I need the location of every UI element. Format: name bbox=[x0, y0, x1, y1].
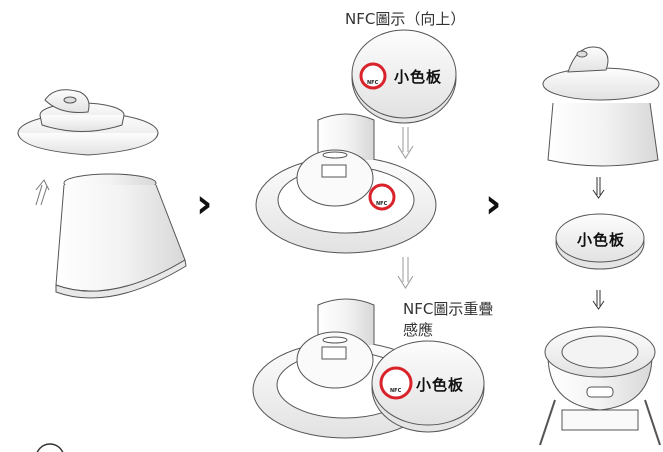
next-step-chevron-1: › bbox=[196, 181, 213, 227]
down-arrow-4 bbox=[592, 290, 605, 310]
partial-icon bbox=[36, 443, 64, 452]
nfc-ring-overlap bbox=[379, 366, 413, 400]
down-arrow-2 bbox=[397, 257, 414, 289]
nfc-ring-base bbox=[368, 183, 396, 211]
nfc-ring-top bbox=[359, 62, 387, 90]
disc-label-overlap: 小色板 bbox=[416, 376, 465, 394]
step2-color-disc-top bbox=[351, 29, 457, 124]
down-arrow-3 bbox=[592, 177, 605, 199]
step1-lamp-head bbox=[17, 89, 159, 156]
caption-nfc-overlap: NFC圖示重疊 bbox=[403, 300, 494, 318]
step1-cone-base bbox=[55, 173, 187, 299]
caption-sense: 感應 bbox=[403, 321, 434, 339]
step2-color-disc-overlap bbox=[371, 340, 485, 433]
down-arrow-1 bbox=[397, 127, 414, 159]
step3-lamp-head bbox=[542, 46, 660, 167]
next-step-chevron-2: › bbox=[485, 181, 502, 227]
nfc-text-overlap: NFC bbox=[390, 388, 402, 394]
step3-color-disc bbox=[555, 213, 645, 270]
step1-lift-arrows bbox=[35, 179, 50, 206]
disc-label-step3: 小色板 bbox=[577, 231, 626, 249]
caption-nfc-icon-up: NFC圖示（向上） bbox=[345, 10, 466, 28]
nfc-text-base: NFC bbox=[376, 201, 388, 207]
disc-label-top: 小色板 bbox=[394, 68, 443, 86]
step2-base-middle bbox=[255, 113, 437, 254]
step3-base-assembled bbox=[539, 326, 661, 446]
nfc-text-top: NFC bbox=[367, 80, 379, 86]
